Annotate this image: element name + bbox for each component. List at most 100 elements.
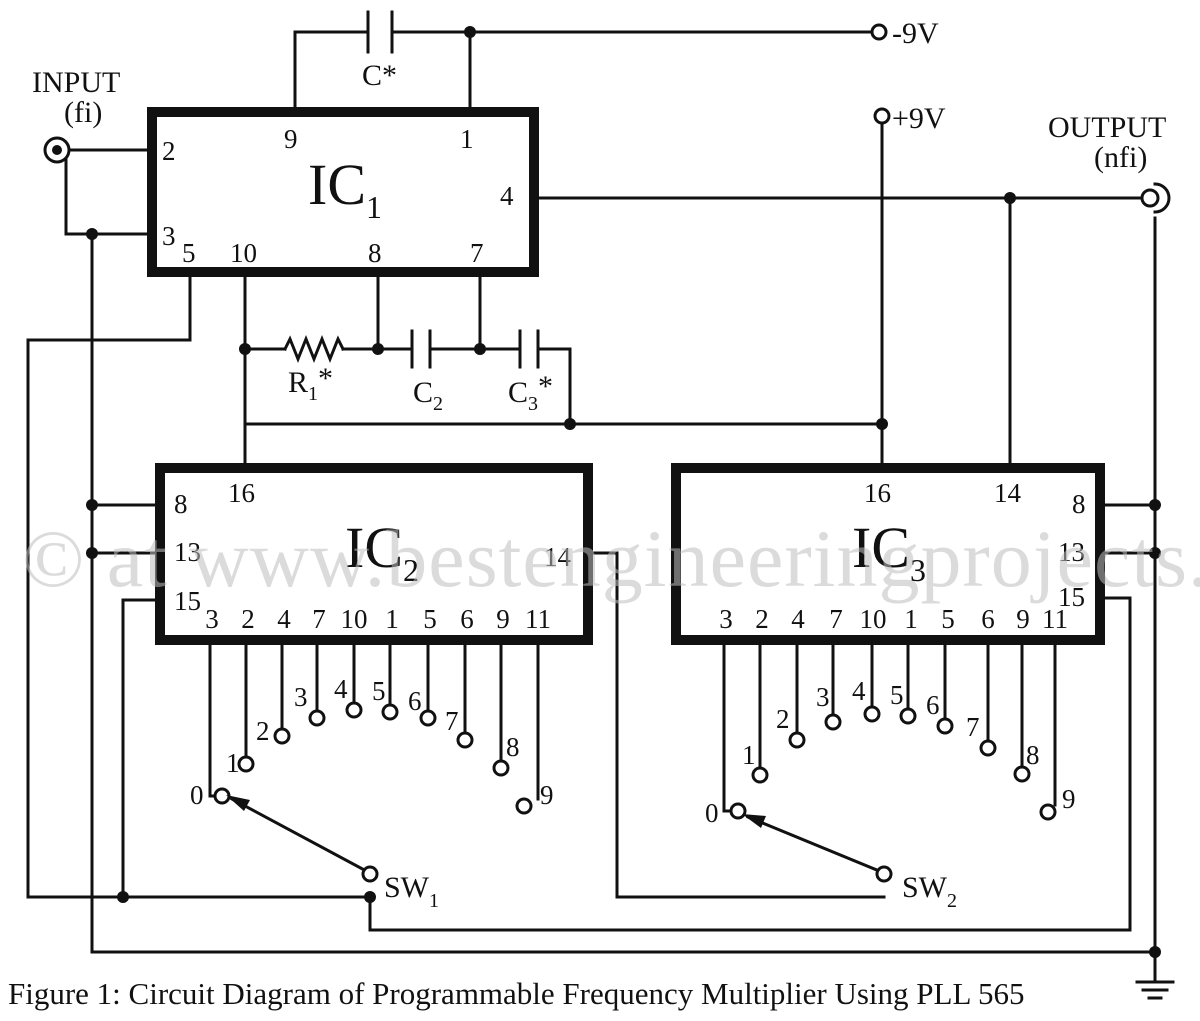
ic3-pin-15: 15 xyxy=(1058,582,1085,612)
sw1-contact-0[interactable] xyxy=(213,787,231,805)
ic2-pin-bottom: 10 xyxy=(341,604,368,634)
ic3-pin-bottom: 7 xyxy=(829,604,843,634)
junction-dots xyxy=(86,26,1161,958)
watermark: © at www.bestengineeringprojects.com xyxy=(22,513,1200,604)
ic1-pin-9: 9 xyxy=(284,124,298,154)
ic1-pin-2: 2 xyxy=(162,136,176,166)
sw1-contact-3[interactable] xyxy=(308,709,326,727)
ic3-pin-bottom: 5 xyxy=(941,604,955,634)
c-star-label: C* xyxy=(362,59,397,92)
c3-label: C3* xyxy=(508,370,553,415)
sw1-position-label: 6 xyxy=(408,686,422,716)
sw1-position-label: 3 xyxy=(294,682,308,712)
input-sub-label: (fi) xyxy=(64,96,102,129)
ic2-pin-bottom: 7 xyxy=(312,604,326,634)
sw2-position-label: 8 xyxy=(1026,740,1040,770)
sw1-contact-7[interactable] xyxy=(456,731,474,749)
ic3-pin-8: 8 xyxy=(1072,489,1086,519)
sw1-position-label: 7 xyxy=(445,706,459,736)
sw2-label: SW2 xyxy=(902,871,957,912)
ic3-pin-bottom: 4 xyxy=(791,604,805,634)
sw2-position-label: 3 xyxy=(816,682,830,712)
sw1-contact-2[interactable] xyxy=(273,727,291,745)
ic3-pin-bottom: 6 xyxy=(981,604,995,634)
ic2-pin-bottom: 5 xyxy=(423,604,437,634)
r1-label: R1* xyxy=(288,362,333,405)
sw2-contact-9[interactable] xyxy=(1039,803,1057,821)
sw1-position-label: 4 xyxy=(334,674,348,704)
ic3-pin-bottom: 1 xyxy=(904,604,918,634)
pos-supply-terminal xyxy=(873,107,891,125)
sw1-label: SW1 xyxy=(384,871,439,912)
sw2-contact-1[interactable] xyxy=(751,766,769,784)
sw2-position-label: 9 xyxy=(1062,784,1076,814)
ic1-title: IC1 xyxy=(308,152,382,225)
ic3-pin-bottom: 2 xyxy=(755,604,769,634)
sw1-position-label: 8 xyxy=(506,732,520,762)
sw2-position-label: 4 xyxy=(852,676,866,706)
ic3-pin-bottom: 11 xyxy=(1042,604,1068,634)
output-sub-label: (nfi) xyxy=(1094,141,1147,174)
ic1-pin-3: 3 xyxy=(162,221,176,251)
sw2-common-terminal xyxy=(875,865,893,883)
ic3-pin-14: 14 xyxy=(994,478,1022,508)
sw1-contact-6[interactable] xyxy=(419,709,437,727)
output-label: OUTPUT xyxy=(1048,111,1166,144)
ic2-pin-bottom: 11 xyxy=(525,604,551,634)
figure-caption: Figure 1: Circuit Diagram of Programmabl… xyxy=(8,976,1025,1011)
ic2-pin-bottom: 6 xyxy=(460,604,474,634)
sw1-position-label: 5 xyxy=(372,676,386,706)
sw1-contact-5[interactable] xyxy=(381,703,399,721)
ic3-body xyxy=(671,463,1105,645)
ic2-title: IC2 xyxy=(345,515,419,588)
sw1-position-label: 9 xyxy=(540,780,554,810)
input-jack-icon xyxy=(43,136,71,164)
sw2-contact-7[interactable] xyxy=(979,739,997,757)
sw1-contact-1[interactable] xyxy=(237,755,255,773)
sw2-contact-4[interactable] xyxy=(863,705,881,723)
ic2-pin-8: 8 xyxy=(174,489,188,519)
ic1-pin-10: 10 xyxy=(230,238,257,268)
ic2-pin-bottom: 4 xyxy=(277,604,291,634)
ic3-pin-13: 13 xyxy=(1058,537,1085,567)
sw2-position-label: 1 xyxy=(742,740,756,770)
sw2-contact-0[interactable] xyxy=(729,802,747,820)
ic2-pin-15: 15 xyxy=(174,586,201,616)
sw2-position-label: 6 xyxy=(926,690,940,720)
sw2-contact-2[interactable] xyxy=(788,731,806,749)
capacitor-c3 xyxy=(518,329,540,369)
ic3-pin-bottom: 9 xyxy=(1016,604,1030,634)
ic3-title: IC3 xyxy=(852,515,926,588)
sw2-position-label: 2 xyxy=(776,704,790,734)
ic1-pin-5: 5 xyxy=(182,238,196,268)
sw1-contact-4[interactable] xyxy=(345,701,363,719)
ic3-pin-bottom: 3 xyxy=(719,604,733,634)
sw1-contact-9[interactable] xyxy=(515,797,533,815)
ic1-pin-8: 8 xyxy=(368,238,382,268)
c2-label: C2 xyxy=(413,376,443,415)
sw1-wiper xyxy=(226,795,373,876)
sw2-position-label: 0 xyxy=(705,798,719,828)
ic2-pin-13: 13 xyxy=(174,537,201,567)
sw1-common-terminal xyxy=(361,865,379,883)
ic1-pin-4: 4 xyxy=(500,181,514,211)
sw1-position-label: 0 xyxy=(190,780,204,810)
neg-supply-terminal xyxy=(870,23,888,41)
sw1-position-label: 2 xyxy=(256,716,270,746)
ic1-pin-labels: 2 3 5 10 8 7 9 1 4 xyxy=(162,124,514,268)
sw2-contact-6[interactable] xyxy=(936,717,954,735)
sw2-contact-8[interactable] xyxy=(1013,765,1031,783)
ic2-pin-bottom: 2 xyxy=(241,604,255,634)
sw2-position-label: 5 xyxy=(890,680,904,710)
ic2-pin-14: 14 xyxy=(544,542,572,572)
sw1-contact-8[interactable] xyxy=(492,759,510,777)
sw2-contact-5[interactable] xyxy=(899,707,917,725)
sw2-wiper xyxy=(742,814,886,875)
sw2-contact-3[interactable] xyxy=(824,713,842,731)
sw2-contact-wire xyxy=(722,638,733,813)
ic1-pin-7: 7 xyxy=(470,238,484,268)
